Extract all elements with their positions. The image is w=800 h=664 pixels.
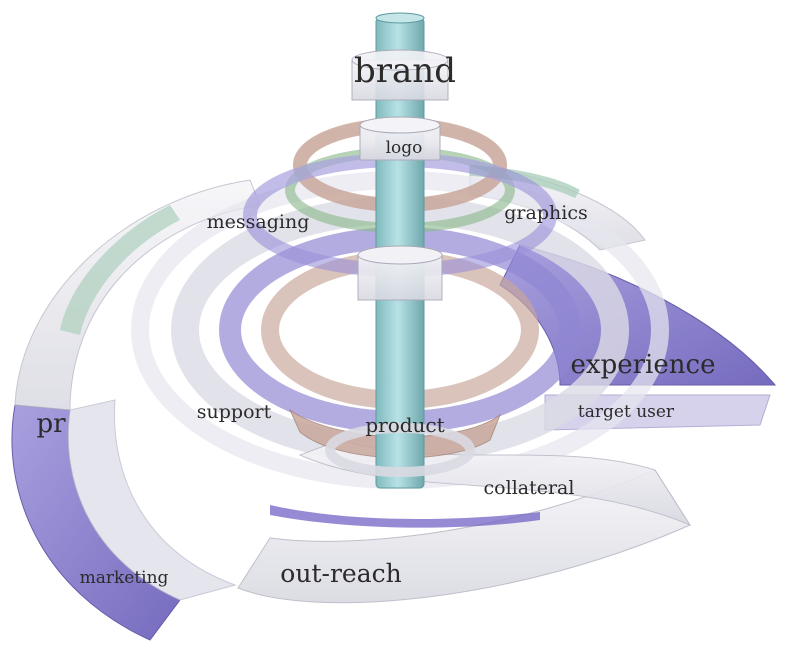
label-support: support [197,401,272,423]
label-graphics: graphics [504,202,587,224]
label-marketing: marketing [80,568,169,588]
label-product: product [365,413,444,437]
label-pr: pr [36,409,66,439]
shaft-collars [325,49,475,477]
label-logo: logo [386,138,423,158]
labels: brand logo messaging graphics experience… [36,51,715,588]
label-messaging: messaging [207,211,310,233]
label-target-user: target user [578,402,675,422]
label-collateral: collateral [484,477,575,499]
outer-band-marketing [11,399,237,641]
label-out-reach: out-reach [280,559,401,588]
label-brand: brand [354,51,456,91]
label-experience: experience [571,350,716,380]
